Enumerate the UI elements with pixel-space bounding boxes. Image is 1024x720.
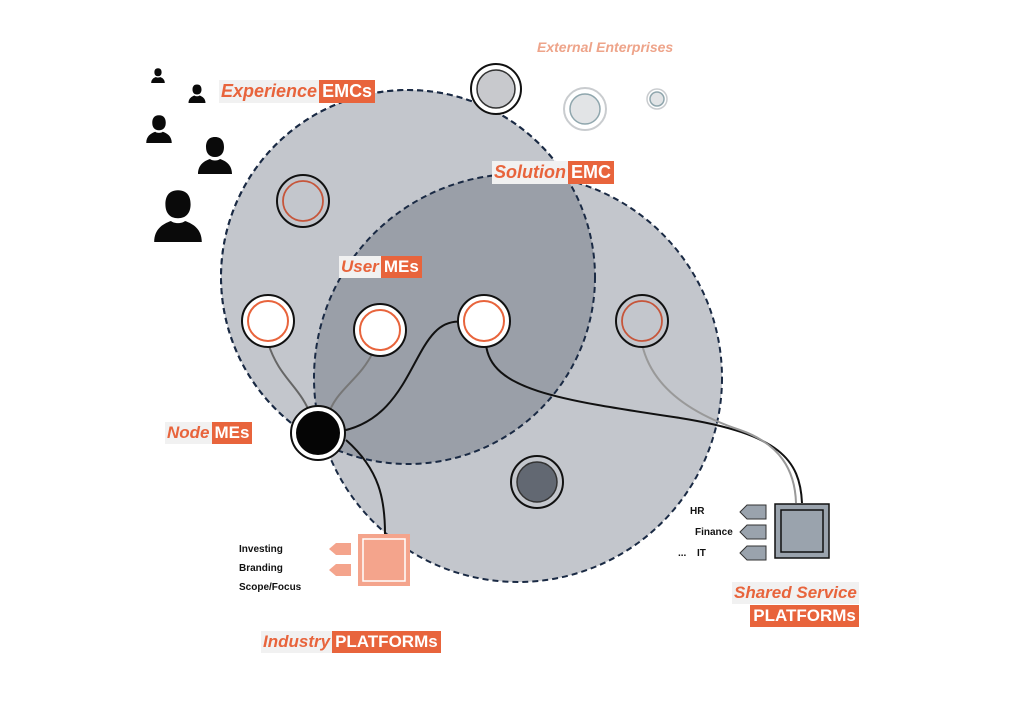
shared-platform-box: [774, 503, 830, 559]
shared-tags: [739, 504, 767, 561]
industry-platform-box: [358, 534, 410, 586]
industry-item: Scope/Focus: [239, 582, 302, 593]
user-me-1: [241, 294, 295, 348]
industry-item: Investing: [239, 544, 283, 555]
person-icon: [154, 190, 202, 242]
experience-emc-outline: [220, 89, 596, 465]
node-me: [290, 405, 346, 461]
person-icon: [198, 137, 232, 174]
user-me-4: [615, 294, 669, 348]
person-icon: [188, 84, 206, 103]
experience-me-circle: [276, 174, 330, 228]
link-node-industry: [345, 439, 386, 535]
industry-item: Branding: [239, 563, 283, 574]
shared-item: IT: [697, 548, 706, 559]
shared-item: Finance: [695, 527, 733, 538]
shared-item: HR: [690, 506, 705, 517]
industry-tags: [329, 543, 351, 576]
person-icon: [151, 68, 165, 83]
user-me-2: [353, 303, 407, 357]
solution-me-circle: [510, 455, 564, 509]
link-me3-shared: [485, 343, 803, 504]
shared-ellipsis: ...: [678, 548, 687, 559]
external-enterprises-label: External Enterprises: [537, 39, 674, 55]
user-me-3: [457, 294, 511, 348]
person-icon: [146, 115, 172, 143]
link-node-me3: [335, 320, 464, 433]
link-me4-shared: [641, 343, 797, 504]
